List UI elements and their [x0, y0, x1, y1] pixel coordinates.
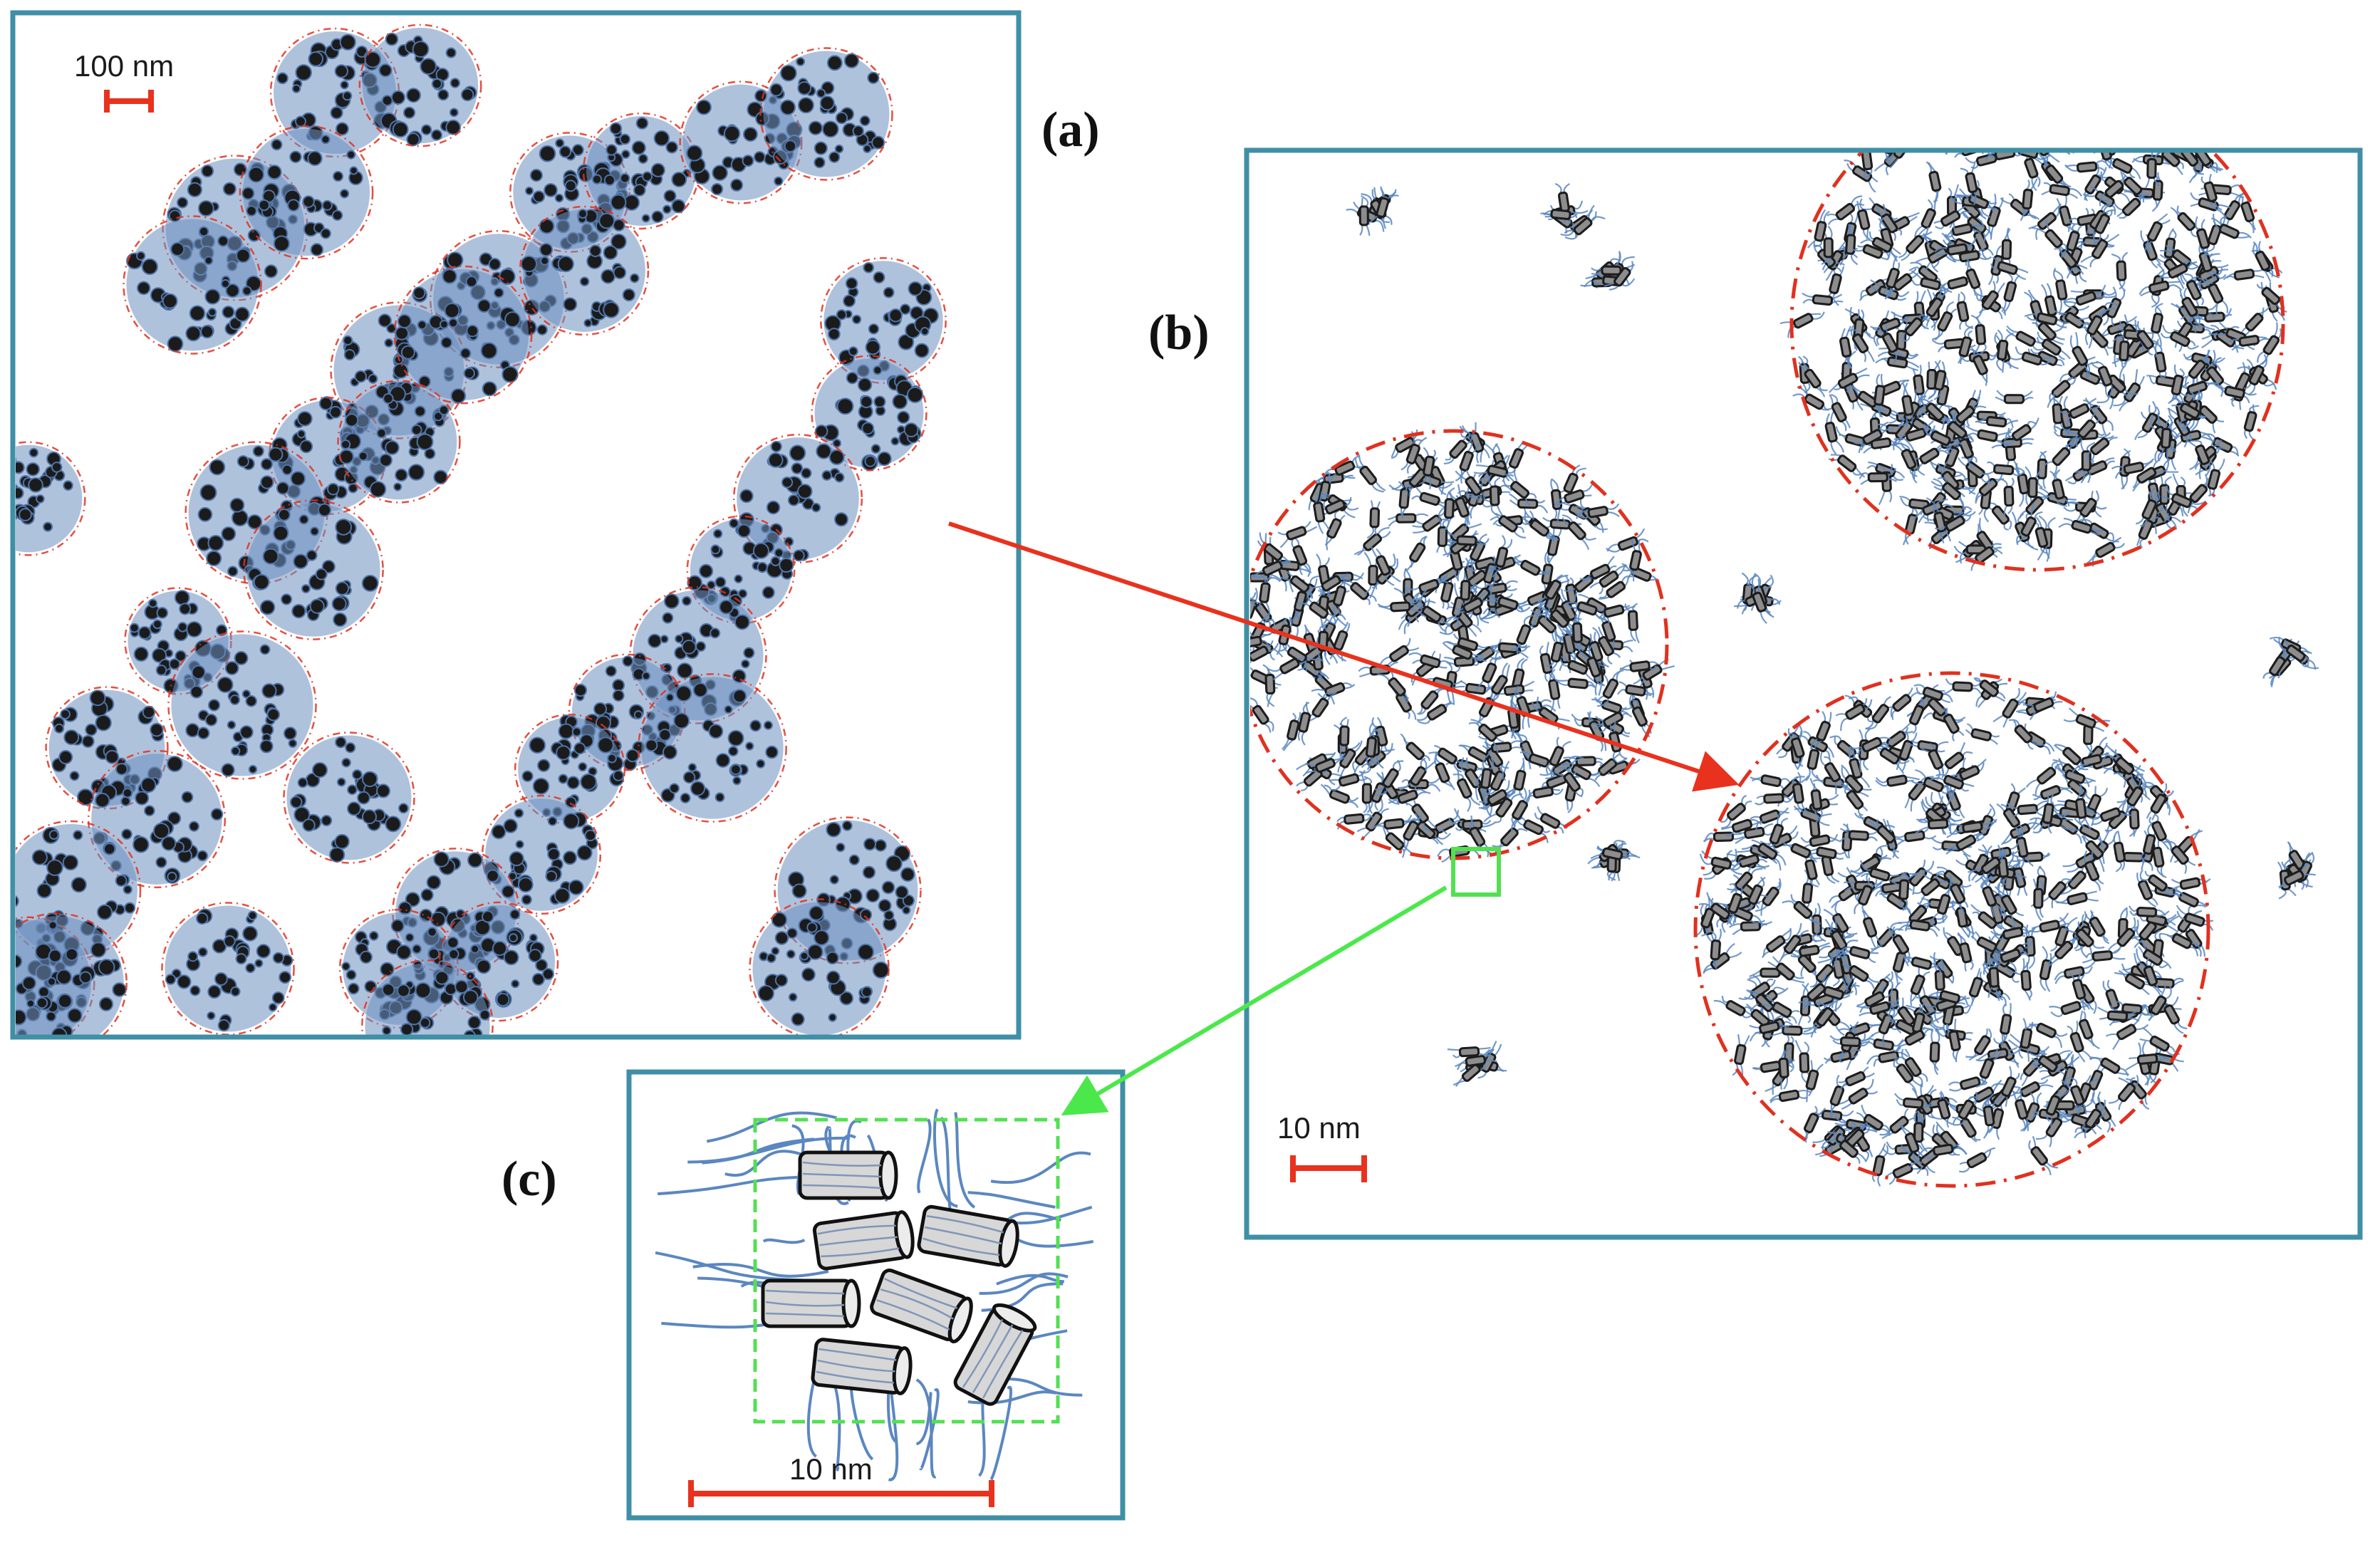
panel-c-molecules — [761, 1150, 1037, 1406]
panel-b-label: (b) — [1148, 306, 1210, 360]
panel-a-aggregates — [16, 24, 947, 1036]
panel-c-scale-bar: 10 nm — [688, 1452, 994, 1507]
panel-b-frame — [1244, 147, 2363, 1240]
panel-a-frame — [10, 10, 1022, 1040]
panel-c-label: (c) — [502, 1152, 557, 1207]
panel-c-scale-label: 10 nm — [789, 1452, 873, 1486]
panel-b-clusters — [1250, 152, 2319, 1188]
zoom-arrow-a-to-b — [948, 521, 1740, 792]
panel-b: 10 nm (b) — [1148, 147, 2363, 1240]
panel-a-scale-bar: 100 nm — [74, 49, 174, 113]
selection-box-c — [753, 1118, 1060, 1424]
panel-c: 10 nm (c) — [502, 1069, 1126, 1521]
selection-box-b — [1451, 847, 1501, 897]
panel-a-scale-label: 100 nm — [74, 49, 174, 83]
panel-b-scale-bar: 10 nm — [1277, 1111, 1367, 1182]
zoom-arrow-b-to-c — [1061, 885, 1448, 1116]
panel-a: 100 nm (a) — [10, 10, 1100, 1040]
panel-a-label: (a) — [1041, 103, 1100, 157]
panel-b-scale-label: 10 nm — [1277, 1111, 1361, 1145]
